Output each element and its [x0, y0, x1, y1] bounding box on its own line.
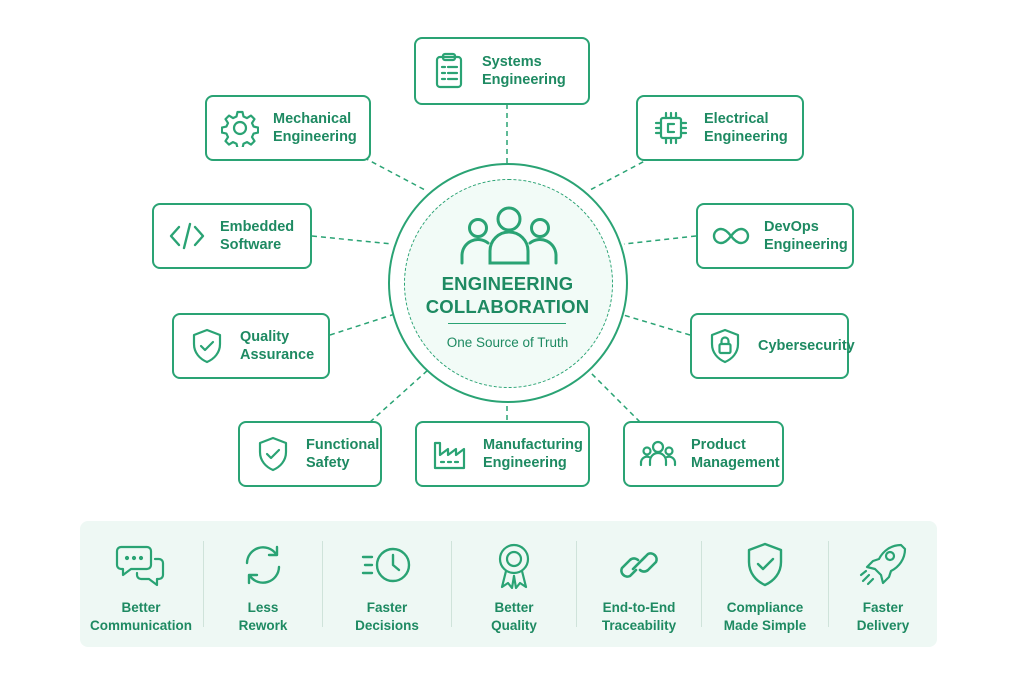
- node-manufacturing-engineering: Manufacturing Engineering: [415, 421, 590, 487]
- node-label: Functional Safety: [306, 437, 380, 471]
- clipboard-icon: [430, 52, 468, 90]
- benefit-divider: [451, 541, 452, 627]
- chip-icon: [652, 109, 690, 147]
- node-label: DevOps Engineering: [764, 219, 848, 253]
- chat-bubbles-icon: [115, 541, 167, 589]
- code-icon: [168, 217, 206, 255]
- node-mechanical-engineering: Mechanical Engineering: [205, 95, 371, 161]
- node-devops-engineering: DevOps Engineering: [696, 203, 854, 269]
- node-label: Quality Assurance: [240, 329, 315, 363]
- node-label: Systems Engineering: [482, 54, 566, 88]
- benefit-compliance-made-simple: Compliance Made Simple: [702, 521, 828, 647]
- node-label: Electrical Engineering: [704, 111, 788, 145]
- benefit-faster-decisions: Faster Decisions: [323, 521, 451, 647]
- hub-divider: [448, 323, 566, 324]
- shield-check-icon: [254, 435, 292, 473]
- benefit-faster-delivery: Faster Delivery: [829, 521, 937, 647]
- node-label: Cybersecurity: [758, 338, 855, 354]
- rocket-icon: [857, 541, 909, 589]
- award-ribbon-icon: [488, 541, 540, 589]
- benefit-label: Better Communication: [89, 600, 192, 633]
- infinity-icon: [712, 217, 750, 255]
- benefit-label: Less Rework: [238, 600, 288, 633]
- benefit-divider: [828, 541, 829, 627]
- node-functional-safety: Functional Safety: [238, 421, 382, 487]
- node-embedded-software: Embedded Software: [152, 203, 312, 269]
- node-quality-assurance: Quality Assurance: [172, 313, 330, 379]
- shield-check-icon: [188, 327, 226, 365]
- node-cybersecurity: Cybersecurity: [690, 313, 855, 379]
- benefits-bar: Better Communication Less Rework Faster …: [80, 521, 937, 647]
- hub-subtitle: One Source of Truth: [446, 335, 569, 350]
- refresh-icon: [237, 541, 289, 589]
- node-label: Embedded Software: [220, 219, 295, 253]
- hub-inner-circle: [404, 179, 613, 388]
- fast-clock-icon: [361, 541, 413, 589]
- team-icon: [460, 206, 558, 265]
- benefit-less-rework: Less Rework: [204, 521, 322, 647]
- benefit-divider: [203, 541, 204, 627]
- benefit-divider: [322, 541, 323, 627]
- node-product-management: Product Management: [623, 421, 784, 487]
- benefit-divider: [701, 541, 702, 627]
- benefit-label: Better Quality: [491, 600, 537, 633]
- node-label: Manufacturing Engineering: [483, 437, 583, 471]
- link-chain-icon: [613, 541, 665, 589]
- benefit-label: Faster Delivery: [856, 600, 910, 633]
- benefit-better-communication: Better Communication: [80, 521, 202, 647]
- collaboration-hub: ENGINEERING COLLABORATION One Source of …: [388, 163, 628, 403]
- benefit-divider: [576, 541, 577, 627]
- gear-icon: [221, 109, 259, 147]
- benefit-label: Compliance Made Simple: [723, 600, 807, 633]
- benefit-label: End-to-End Traceability: [601, 600, 677, 633]
- node-label: Product Management: [691, 437, 780, 471]
- benefit-end-to-end-traceability: End-to-End Traceability: [577, 521, 701, 647]
- shield-lock-icon: [706, 327, 744, 365]
- benefit-label: Faster Decisions: [355, 600, 419, 633]
- hub-title: ENGINEERING COLLABORATION: [425, 273, 590, 317]
- node-electrical-engineering: Electrical Engineering: [636, 95, 804, 161]
- node-systems-engineering: Systems Engineering: [414, 37, 590, 105]
- benefit-better-quality: Better Quality: [452, 521, 576, 647]
- factory-icon: [431, 435, 469, 473]
- shield-check-icon: [739, 541, 791, 589]
- node-label: Mechanical Engineering: [273, 111, 357, 145]
- people-icon: [639, 435, 677, 473]
